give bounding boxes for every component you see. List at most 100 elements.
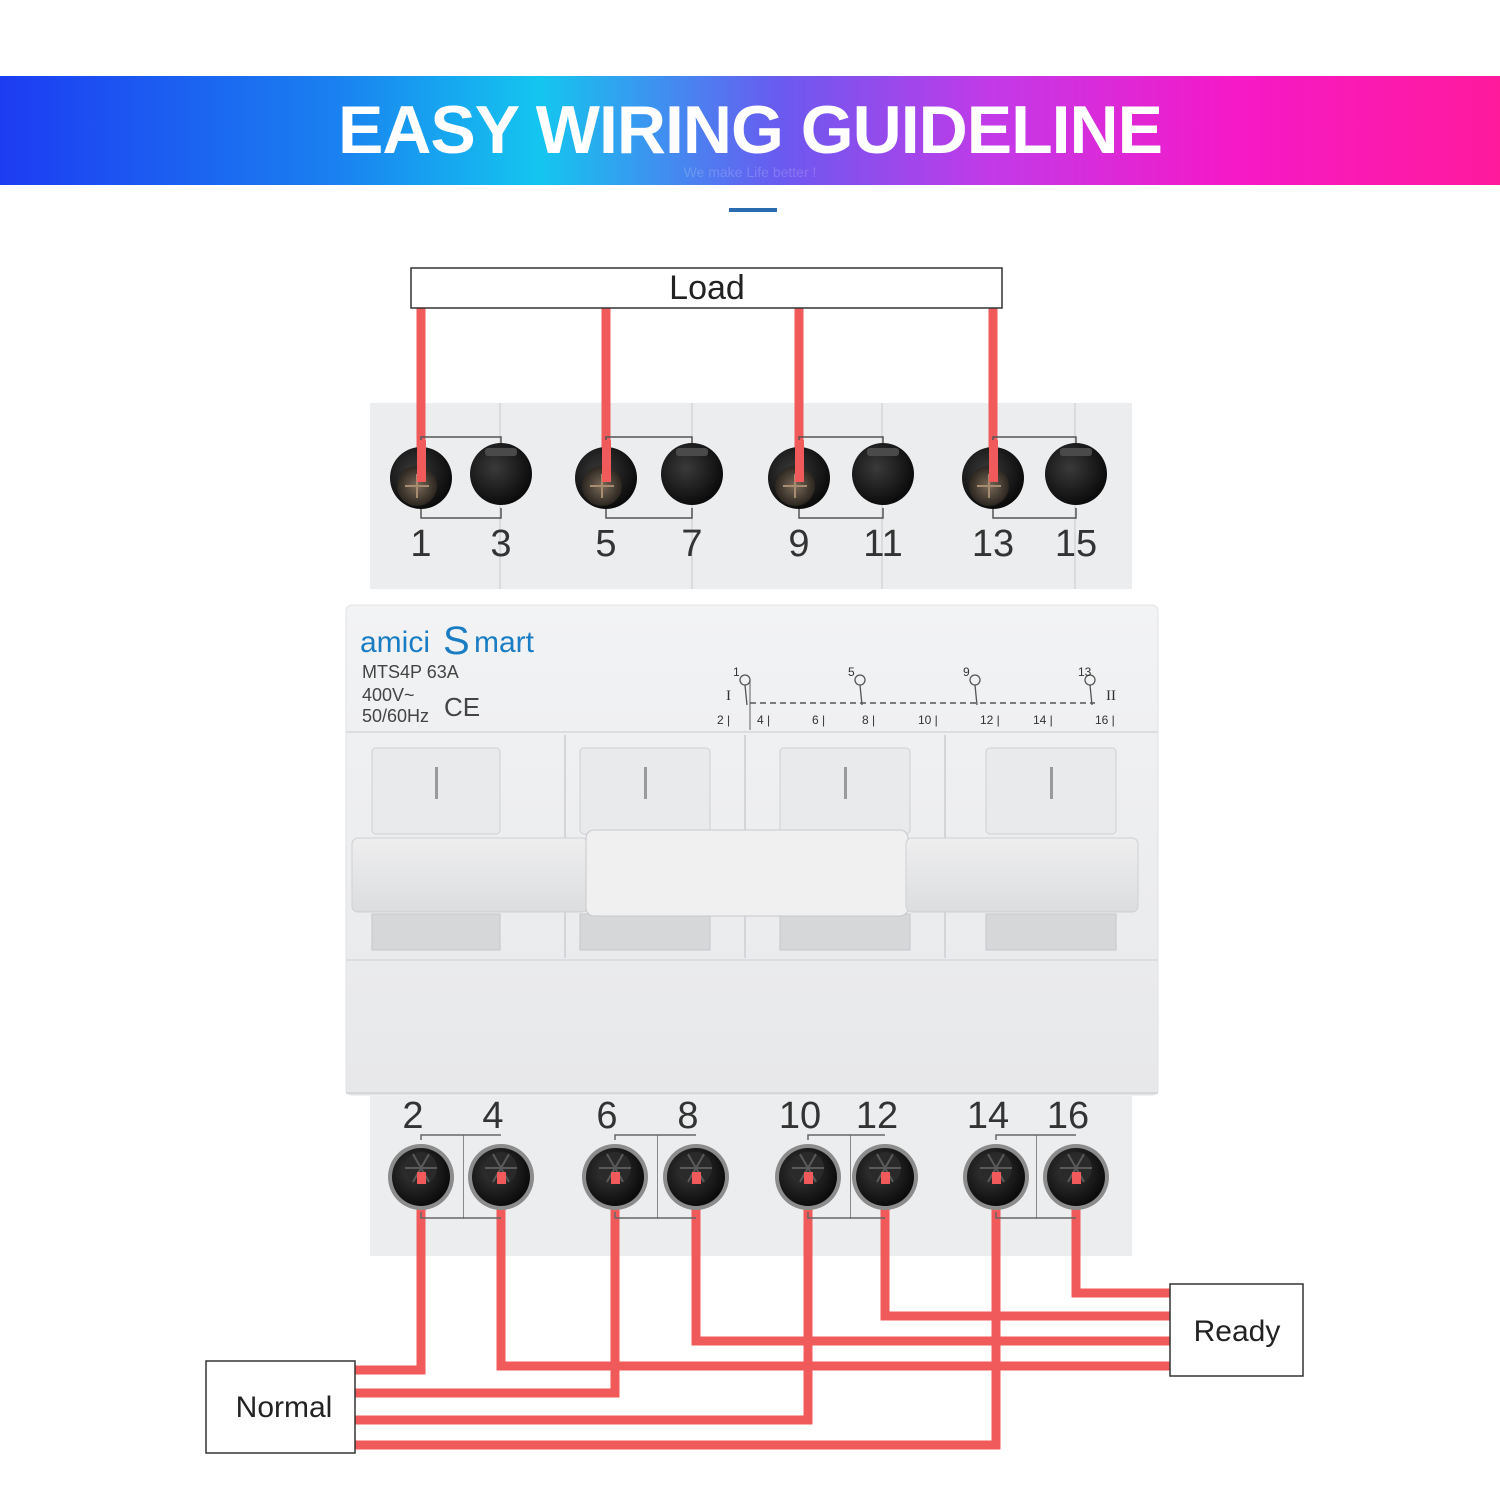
top-terminal-number: 13: [972, 523, 1014, 565]
bottom-terminal-number: 12: [856, 1095, 898, 1137]
terminal-screw: 4: [468, 1095, 534, 1210]
terminal-bracket: [614, 1134, 696, 1140]
top-terminal-number: 9: [788, 523, 809, 565]
bottom-terminal-number: 10: [779, 1095, 821, 1137]
terminal-bracket: [420, 508, 502, 519]
pole-handle[interactable]: [371, 747, 501, 951]
terminal-bracket: [995, 1134, 1076, 1140]
bottom-divider: [1036, 1135, 1037, 1219]
terminal-screw: 15: [1045, 443, 1107, 565]
header-banner: We make Life better ! EASY WIRING GUIDEL…: [0, 76, 1500, 185]
bottom-terminal-number: 4: [482, 1095, 503, 1137]
normal-wire: [355, 1180, 1001, 1450]
schematic-bottom-number: 8 |: [862, 713, 875, 727]
normal-wire: [355, 1180, 813, 1425]
schematic-bottom-number: 12 |: [980, 713, 1000, 727]
wires: [355, 308, 1170, 1450]
model-number: MTS4P 63A: [362, 662, 459, 682]
schematic-top-number: 5: [848, 665, 855, 679]
ce-mark: CE: [444, 692, 480, 722]
wire-end: [992, 1172, 1001, 1184]
terminal-screw: 11: [852, 443, 914, 565]
banner-subtitle: We make Life better !: [683, 164, 817, 180]
wire-end: [881, 1172, 890, 1184]
terminal-screw: 3: [470, 443, 532, 565]
schematic-top-number: 1: [733, 665, 740, 679]
terminal-screw: 7: [661, 443, 723, 565]
voltage-rating: 400V~: [362, 685, 415, 705]
wire-end: [804, 1172, 813, 1184]
title-divider: [729, 208, 777, 212]
top-terminal-number: 15: [1055, 523, 1097, 565]
bottom-divider: [463, 1135, 464, 1219]
terminal-bracket: [995, 1212, 1076, 1219]
bottom-terminal-number: 2: [402, 1095, 423, 1137]
terminal-screw: 5: [575, 447, 637, 565]
handle-mark: [1050, 767, 1053, 799]
terminal-bracket: [420, 1134, 501, 1140]
wire-end: [417, 440, 426, 482]
handle-bar[interactable]: [351, 829, 1139, 917]
page-title: EASY WIRING GUIDELINE: [337, 92, 1163, 168]
terminal-screw: 9: [768, 447, 830, 565]
pole-handle[interactable]: [985, 747, 1117, 951]
terminal-bracket: [798, 508, 884, 519]
ready-wire: [496, 1180, 1170, 1371]
top-terminal-number: 11: [863, 523, 902, 565]
wire-end: [611, 1172, 620, 1184]
normal-wire: [355, 1180, 620, 1398]
top-terminal-number: 7: [681, 523, 702, 565]
terminal-bracket: [807, 1134, 885, 1140]
brand-logo-suffix: mart: [474, 626, 535, 659]
terminal-screw: 2: [388, 1095, 454, 1210]
schematic-bottom-number: 2 |: [717, 713, 730, 727]
bottom-terminal-number: 8: [677, 1095, 698, 1137]
schematic-top-number: 9: [963, 665, 970, 679]
wire-end: [692, 1172, 701, 1184]
normal-box: Normal: [205, 1360, 356, 1454]
brand-logo-s: S: [443, 619, 470, 663]
handle-mark: [435, 767, 438, 799]
device-label: amici S mart MTS4P 63A 400V~ CE 50/60Hz: [360, 619, 535, 726]
terminal-bracket: [420, 1212, 501, 1219]
bottom-terminal-number: 14: [967, 1095, 1009, 1137]
ready-label: Ready: [1194, 1315, 1281, 1348]
terminal-bracket: [992, 508, 1077, 519]
load-label: Load: [669, 269, 745, 307]
load-box: Load: [410, 267, 1003, 309]
bottom-divider: [850, 1135, 851, 1219]
bottom-terminal-screws: 2 4 6 8 10 12 14 16: [388, 1095, 1109, 1219]
handle-mark: [844, 767, 847, 799]
normal-wire: [355, 1180, 426, 1375]
terminal-bracket: [614, 1212, 696, 1219]
frequency-rating: 50/60Hz: [362, 706, 429, 726]
schematic-bottom-number: 16 |: [1095, 713, 1115, 727]
wire-end: [1072, 1172, 1081, 1184]
terminal-screw: 12: [852, 1095, 918, 1210]
normal-label: Normal: [236, 1391, 333, 1424]
ready-wire: [691, 1180, 1170, 1346]
switch-handles: [371, 747, 1117, 951]
ready-box: Ready: [1169, 1283, 1304, 1377]
schematic-bottom-number: 14 |: [1033, 713, 1053, 727]
terminal-screw: 6: [582, 1095, 648, 1210]
pole-handle[interactable]: [779, 747, 911, 951]
bottom-terminal-number: 6: [596, 1095, 617, 1137]
position-two-label: II: [1106, 688, 1116, 704]
wire-end: [795, 440, 804, 482]
brand-logo-prefix: amici: [360, 626, 430, 659]
terminal-screw: 14: [963, 1095, 1029, 1210]
top-terminal-number: 1: [410, 523, 431, 565]
wire-end: [497, 1172, 506, 1184]
schematic-top-number: 13: [1078, 665, 1092, 679]
position-one-label: I: [726, 688, 731, 704]
wire-end: [989, 440, 998, 482]
schematic-bottom-number: 4 |: [757, 713, 770, 727]
terminal-screw: 16: [1043, 1095, 1109, 1210]
schematic-bottom-number: 10 |: [918, 713, 938, 727]
ready-wire: [880, 1180, 1170, 1321]
wire-end: [602, 440, 611, 482]
